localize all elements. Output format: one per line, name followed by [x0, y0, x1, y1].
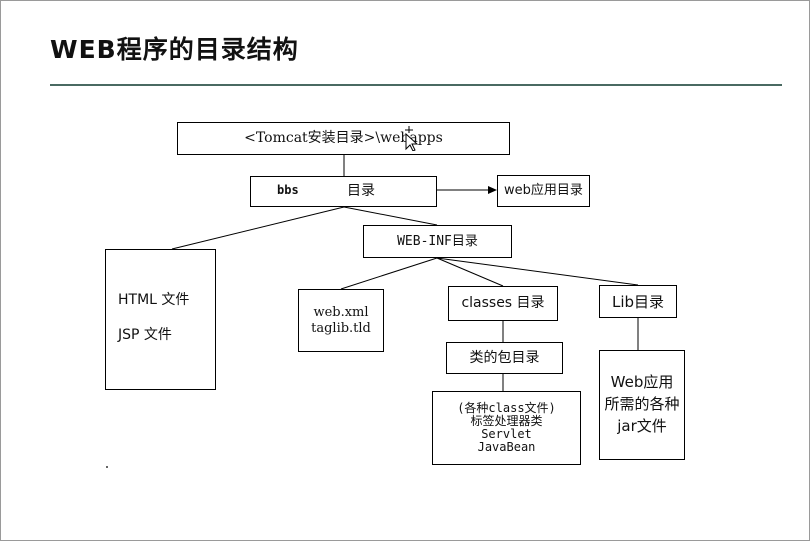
- node-html-jsp: HTML 文件 JSP 文件: [105, 249, 216, 390]
- page-title: WEB程序的目录结构: [50, 35, 299, 64]
- jar-line: Web应用: [610, 373, 674, 392]
- class-files-line: 标签处理器类: [470, 413, 543, 428]
- title-underline: [50, 84, 782, 86]
- class-files-line: Servlet: [481, 427, 532, 441]
- node-tomcat-webapps: <Tomcat安装目录>\webapps: [177, 122, 510, 155]
- jsp-file-label: JSP 文件: [118, 326, 172, 343]
- node-webinf: WEB-INF目录: [363, 225, 512, 258]
- node-web-app-dir: web应用目录: [497, 175, 590, 207]
- bbs-dir-label: 目录: [347, 183, 375, 200]
- class-files-line: (各种class文件): [457, 400, 556, 415]
- line-bbs-webinf: [343, 206, 438, 226]
- node-jar-files: Web应用 所需的各种 jar文件: [599, 350, 685, 460]
- node-package: 类的包目录: [446, 342, 563, 374]
- node-class-files: (各种class文件) 标签处理器类 Servlet JavaBean: [432, 391, 581, 465]
- taglib-label: taglib.tld: [311, 320, 371, 336]
- jar-line: jar文件: [617, 416, 667, 435]
- mouse-pointer-icon: [405, 126, 418, 151]
- html-file-label: HTML 文件: [118, 292, 190, 308]
- line-webinf-lib: [436, 257, 639, 286]
- line-webinf-webxml: [340, 257, 438, 290]
- node-lib: Lib目录: [599, 285, 677, 318]
- class-files-line: JavaBean: [477, 440, 536, 455]
- node-webxml-taglib: web.xml taglib.tld: [298, 289, 384, 352]
- stray-dot: [106, 466, 108, 468]
- line-bbs-html: [171, 206, 345, 250]
- node-bbs: bbs 目录: [250, 176, 437, 207]
- node-classes: classes 目录: [448, 286, 558, 321]
- line-webinf-classes: [436, 257, 504, 287]
- jar-line: 所需的各种: [604, 395, 680, 414]
- bbs-name-label: bbs: [277, 183, 299, 198]
- webxml-label: web.xml: [313, 304, 369, 320]
- arrowhead-webapp: [488, 186, 497, 194]
